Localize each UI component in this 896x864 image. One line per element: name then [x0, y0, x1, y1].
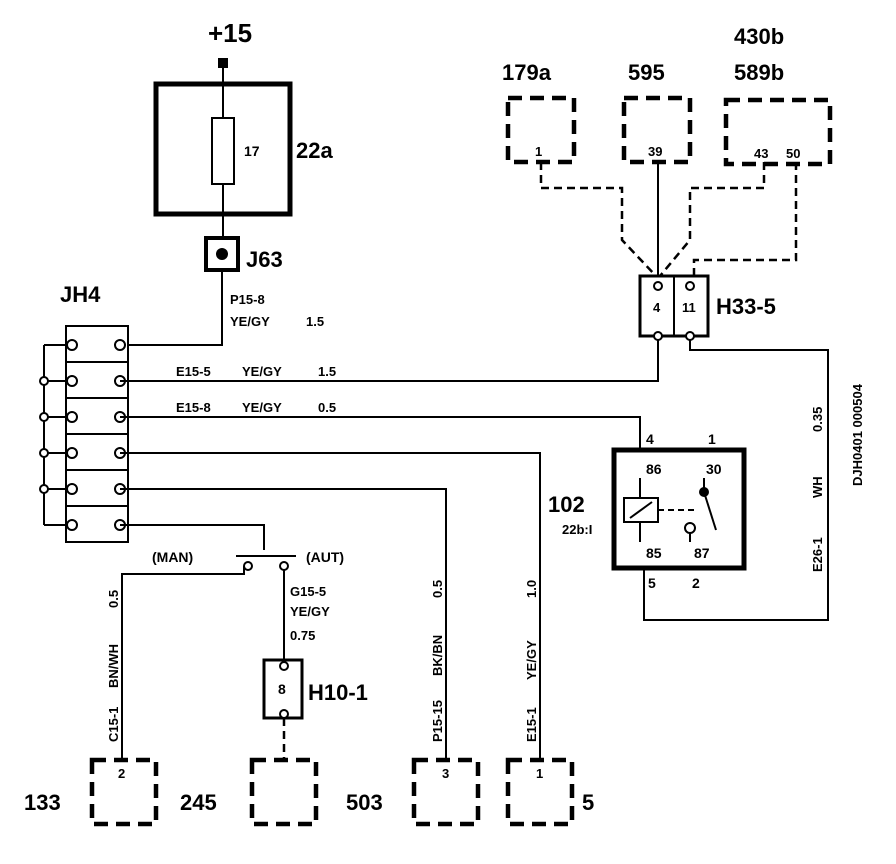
relay-pin-bottom-right: 2 [692, 575, 700, 591]
wire-p15-15-id: P15-15 [430, 700, 445, 742]
relay-102 [611, 447, 747, 571]
comp-5 [505, 757, 575, 827]
fuse-id: 22a [296, 138, 333, 163]
wire-e15-1-size: 1.0 [524, 580, 539, 598]
comp-430-pin-50: 50 [786, 146, 800, 161]
comp-430b-589b [723, 97, 833, 167]
connector-h10-label: H10-1 [308, 680, 368, 705]
h33-pin-b: 11 [682, 300, 696, 315]
wire-switch-feed [120, 524, 265, 550]
wire-p15-8-color: YE/GY [230, 314, 270, 329]
wire-p15-15-color: BK/BN [430, 635, 445, 676]
wire-e15-1-color: YE/GY [524, 640, 539, 680]
wire-g15-5-color: YE/GY [290, 604, 330, 619]
wire-e15-5-color: YE/GY [242, 364, 282, 379]
relay-t30: 30 [706, 461, 722, 477]
relay-t85: 85 [646, 545, 662, 561]
wire-p15-8-id: P15-8 [230, 292, 265, 307]
relay-pin-top-left: 4 [646, 431, 654, 447]
wire-p15-15 [120, 488, 447, 760]
connector-h33-label: H33-5 [716, 294, 776, 319]
wire-c15-1-id: C15-1 [106, 707, 121, 742]
relay-pin-bottom-left: 5 [648, 575, 656, 591]
relay-pin-top-right: 1 [708, 431, 716, 447]
wire-g15-5-id: G15-5 [290, 584, 326, 599]
comp-430b-label: 430b [734, 24, 784, 49]
fuse-element [211, 117, 235, 185]
supply-label: +15 [208, 18, 252, 48]
wire-179a-feed [539, 162, 657, 277]
wire-e15-8-size: 0.5 [318, 400, 336, 415]
comp-245-label: 245 [180, 790, 217, 815]
wire-e26-1-id: E26-1 [810, 537, 825, 572]
switch-man-label: (MAN) [152, 549, 193, 565]
comp-5-label: 5 [582, 790, 594, 815]
comp-179a-label: 179a [502, 60, 552, 85]
comp-245 [249, 757, 319, 827]
comp-133-pin: 2 [118, 766, 125, 781]
wire-p15-8-size: 1.5 [306, 314, 324, 329]
relay-t86: 86 [646, 461, 662, 477]
wire-c15-1-size: 0.5 [106, 590, 121, 608]
wire-c15-1-color: BN/WH [106, 644, 121, 688]
comp-133-label: 133 [24, 790, 61, 815]
comp-503 [411, 757, 481, 827]
relay-t87: 87 [694, 545, 710, 561]
comp-179a-pin: 1 [535, 144, 542, 159]
wire-e26-1-color: WH [810, 476, 825, 498]
relay-id: 102 [548, 492, 585, 517]
supply-terminal [218, 58, 228, 68]
wire-p15-15-size: 0.5 [430, 580, 445, 598]
wire-e15-5-size: 1.5 [318, 364, 336, 379]
comp-133 [89, 757, 159, 827]
relay-switch [684, 478, 717, 542]
comp-503-label: 503 [346, 790, 383, 815]
relay-sub: 22b:I [562, 522, 592, 537]
selector-switch [236, 555, 296, 571]
switch-aut-label: (AUT) [306, 549, 344, 565]
comp-5-pin: 1 [536, 766, 543, 781]
comp-595-label: 595 [628, 60, 665, 85]
wire-e15-8 [120, 416, 641, 450]
wire-e15-5 [120, 340, 659, 382]
drawing-ref: DJH0401 000504 [850, 383, 865, 486]
comp-430-pin-43: 43 [754, 146, 768, 161]
relay-coil [623, 478, 694, 542]
wire-c15-1 [121, 566, 245, 760]
wire-e26-1-size: 0.35 [810, 407, 825, 432]
wire-e15-8-id: E15-8 [176, 400, 211, 415]
wire-p15-8 [120, 270, 223, 346]
junction-jh4 [39, 325, 129, 543]
junction-label: JH4 [60, 282, 101, 307]
wire-e15-1-id: E15-1 [524, 707, 539, 742]
comp-595-pin: 39 [648, 144, 662, 159]
fuse-number: 17 [244, 143, 260, 159]
wire-e15-1 [120, 452, 541, 760]
wire-430b-feed [659, 162, 766, 277]
wire-e15-5-id: E15-5 [176, 364, 211, 379]
wire-e26-1 [643, 340, 829, 621]
wire-e15-8-color: YE/GY [242, 400, 282, 415]
h10-pin: 8 [278, 681, 286, 697]
comp-589b-label: 589b [734, 60, 784, 85]
comp-503-pin: 3 [442, 766, 449, 781]
wire-589b-feed [692, 162, 798, 276]
wire-g15-5-size: 0.75 [290, 628, 315, 643]
h33-pin-a: 4 [653, 300, 661, 315]
connector-j63-label: J63 [246, 247, 283, 272]
